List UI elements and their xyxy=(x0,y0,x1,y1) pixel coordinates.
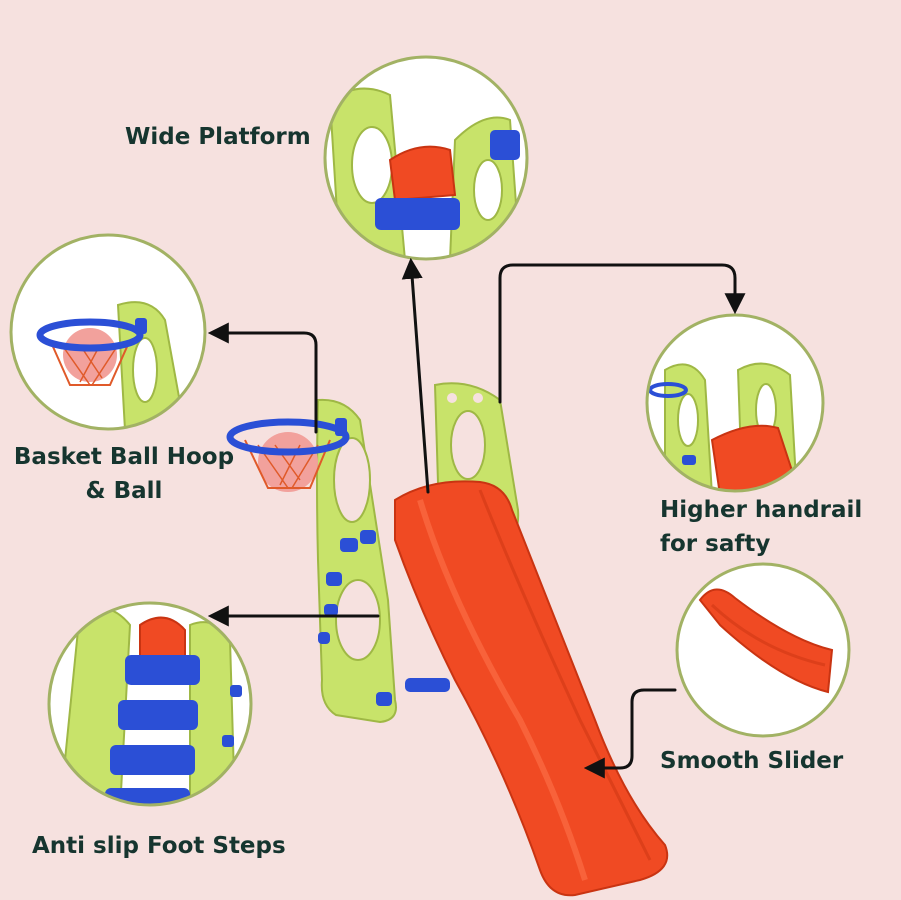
label-basketball-hoop: Basket Ball Hoop & Ball xyxy=(10,440,238,508)
detail-circle-slider xyxy=(675,562,851,738)
label-line: for safty xyxy=(660,531,771,557)
arrow-to-slider xyxy=(583,688,677,779)
label-line: Basket Ball Hoop xyxy=(13,444,235,470)
left-tower-hole-top xyxy=(333,437,371,523)
arrow-to-hoop xyxy=(207,322,318,434)
arrow-to-platform xyxy=(401,257,430,494)
detail-circle-platform xyxy=(323,55,529,261)
label-line: & Ball xyxy=(85,478,163,504)
detail-circle-hoop xyxy=(9,233,207,431)
blue-pegs xyxy=(318,530,450,706)
detail-circle-steps xyxy=(47,601,253,807)
label-line: Wide Platform xyxy=(125,124,311,150)
label-smooth-slider: Smooth Slider xyxy=(660,744,843,778)
label-higher-handrail: Higher handrail for safty xyxy=(660,493,862,561)
arrow-to-handrail xyxy=(498,263,746,404)
slide-product xyxy=(226,382,669,897)
label-wide-platform: Wide Platform xyxy=(125,120,311,154)
label-line: Anti slip Foot Steps xyxy=(32,833,286,859)
label-anti-slip-steps: Anti slip Foot Steps xyxy=(32,829,286,863)
label-line: Smooth Slider xyxy=(660,748,844,774)
hoop-rim xyxy=(226,418,350,456)
callout-arrows xyxy=(207,257,746,779)
left-tower-hole-bottom xyxy=(335,579,381,661)
label-line: Higher handrail xyxy=(660,497,863,523)
detail-circle-handrail xyxy=(645,313,825,493)
slide-chute xyxy=(394,480,669,897)
right-tower-hole xyxy=(450,410,486,480)
